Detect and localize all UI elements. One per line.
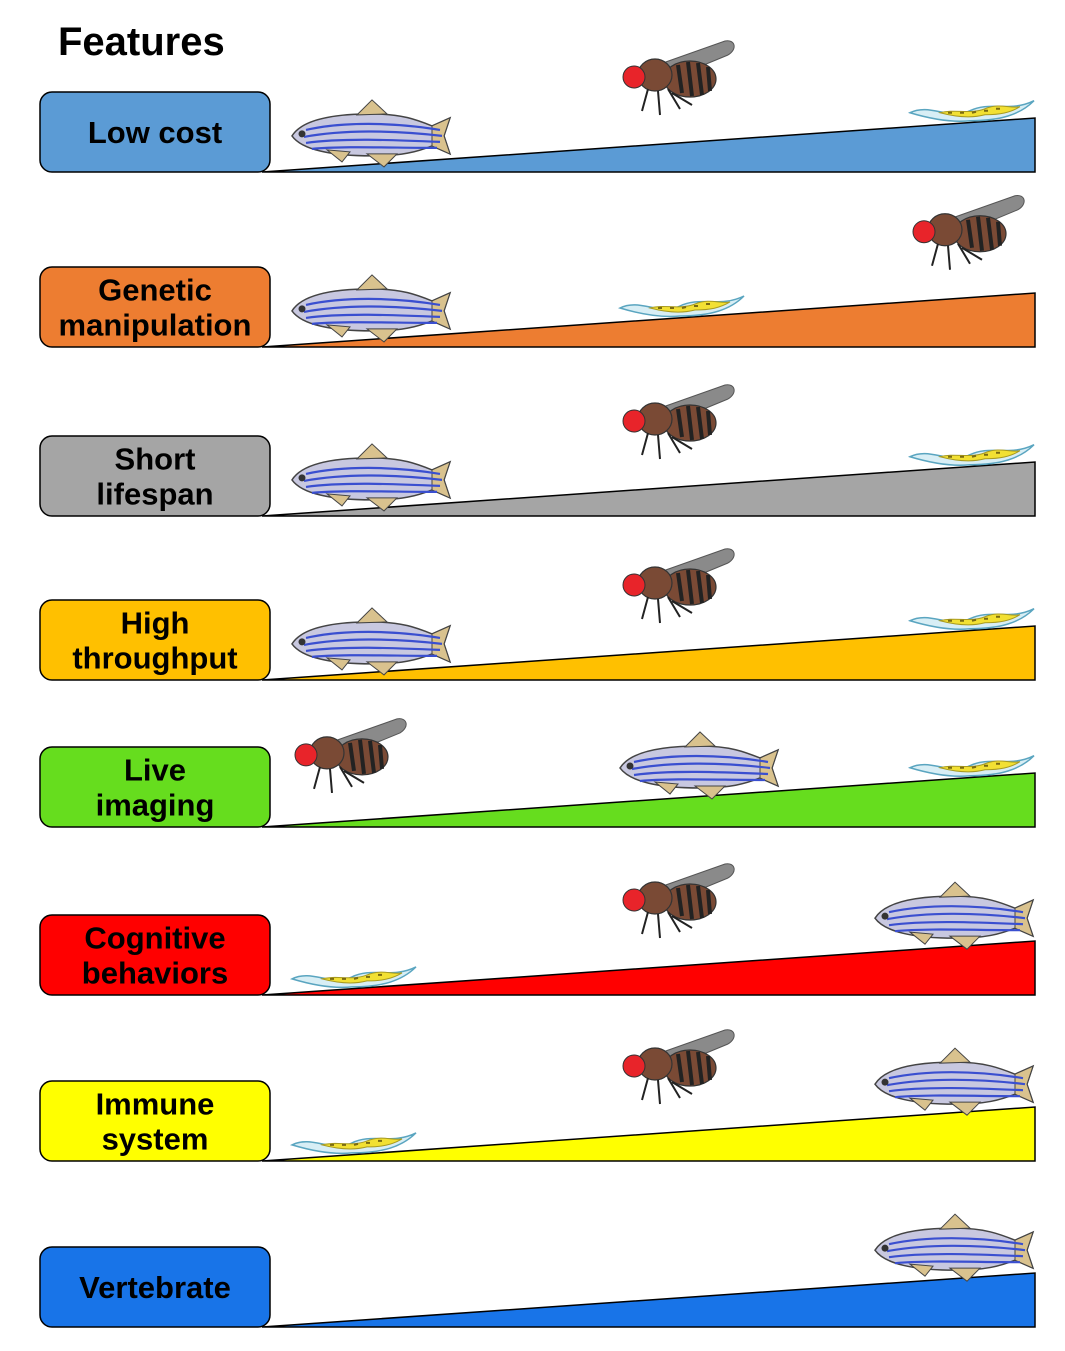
feature-label-box [39, 1246, 271, 1328]
zebrafish-icon [290, 98, 452, 169]
nematode-worm-icon [909, 607, 1035, 631]
fruit-fly-icon [621, 382, 737, 461]
feature-label-box [39, 746, 271, 828]
feature-label-text: Low cost [88, 115, 222, 150]
feature-label-text: behaviors [82, 956, 228, 991]
feature-label-text: Immune [96, 1087, 215, 1122]
fruit-fly-icon [621, 38, 737, 117]
feature-label-box [39, 599, 271, 681]
feature-label-text: throughput [72, 641, 237, 676]
fruit-fly-icon [621, 546, 737, 625]
zebrafish-icon [873, 1213, 1035, 1283]
zebrafish-icon [290, 273, 452, 344]
nematode-worm-icon [909, 443, 1035, 467]
zebrafish-icon [618, 730, 780, 801]
zebrafish-icon [290, 442, 452, 513]
feature-wedge [261, 772, 1036, 828]
feature-wedge [261, 461, 1036, 517]
nematode-worm-icon [291, 1131, 417, 1155]
feature-wedge [261, 1106, 1036, 1162]
feature-label-box [39, 914, 271, 996]
feature-wedge [261, 940, 1036, 996]
fruit-fly-icon [621, 1027, 737, 1106]
feature-label-box [39, 91, 271, 173]
feature-label-box [39, 435, 271, 517]
feature-label-text: Live [124, 753, 186, 788]
feature-label-text: Genetic [98, 273, 212, 308]
feature-label-text: Cognitive [84, 921, 225, 956]
feature-wedge [261, 1272, 1036, 1328]
feature-wedge [261, 625, 1036, 681]
feature-label-box [39, 1080, 271, 1162]
feature-row: Vertebrate [39, 1213, 1036, 1328]
feature-label-text: Vertebrate [79, 1270, 231, 1305]
fruit-fly-icon [293, 716, 409, 795]
zebrafish-icon [873, 1047, 1035, 1117]
nematode-worm-icon [909, 99, 1035, 123]
feature-label-text: system [102, 1122, 209, 1157]
feature-label-text: manipulation [59, 308, 252, 343]
page-title: Features [58, 20, 225, 64]
zebrafish-icon [873, 881, 1035, 951]
feature-wedge [261, 117, 1036, 173]
feature-label-text: lifespan [96, 477, 213, 512]
nematode-worm-icon [619, 294, 745, 318]
fruit-fly-icon [911, 193, 1027, 272]
feature-row: Low cost [39, 38, 1036, 173]
zebrafish-icon [290, 606, 452, 677]
feature-label-text: imaging [96, 788, 215, 823]
nematode-worm-icon [909, 754, 1035, 778]
fruit-fly-icon [621, 861, 737, 940]
feature-label-text: High [121, 606, 190, 641]
feature-label-text: Short [115, 442, 196, 477]
nematode-worm-icon [291, 965, 417, 989]
feature-label-box [39, 266, 271, 348]
feature-wedge [261, 292, 1036, 348]
